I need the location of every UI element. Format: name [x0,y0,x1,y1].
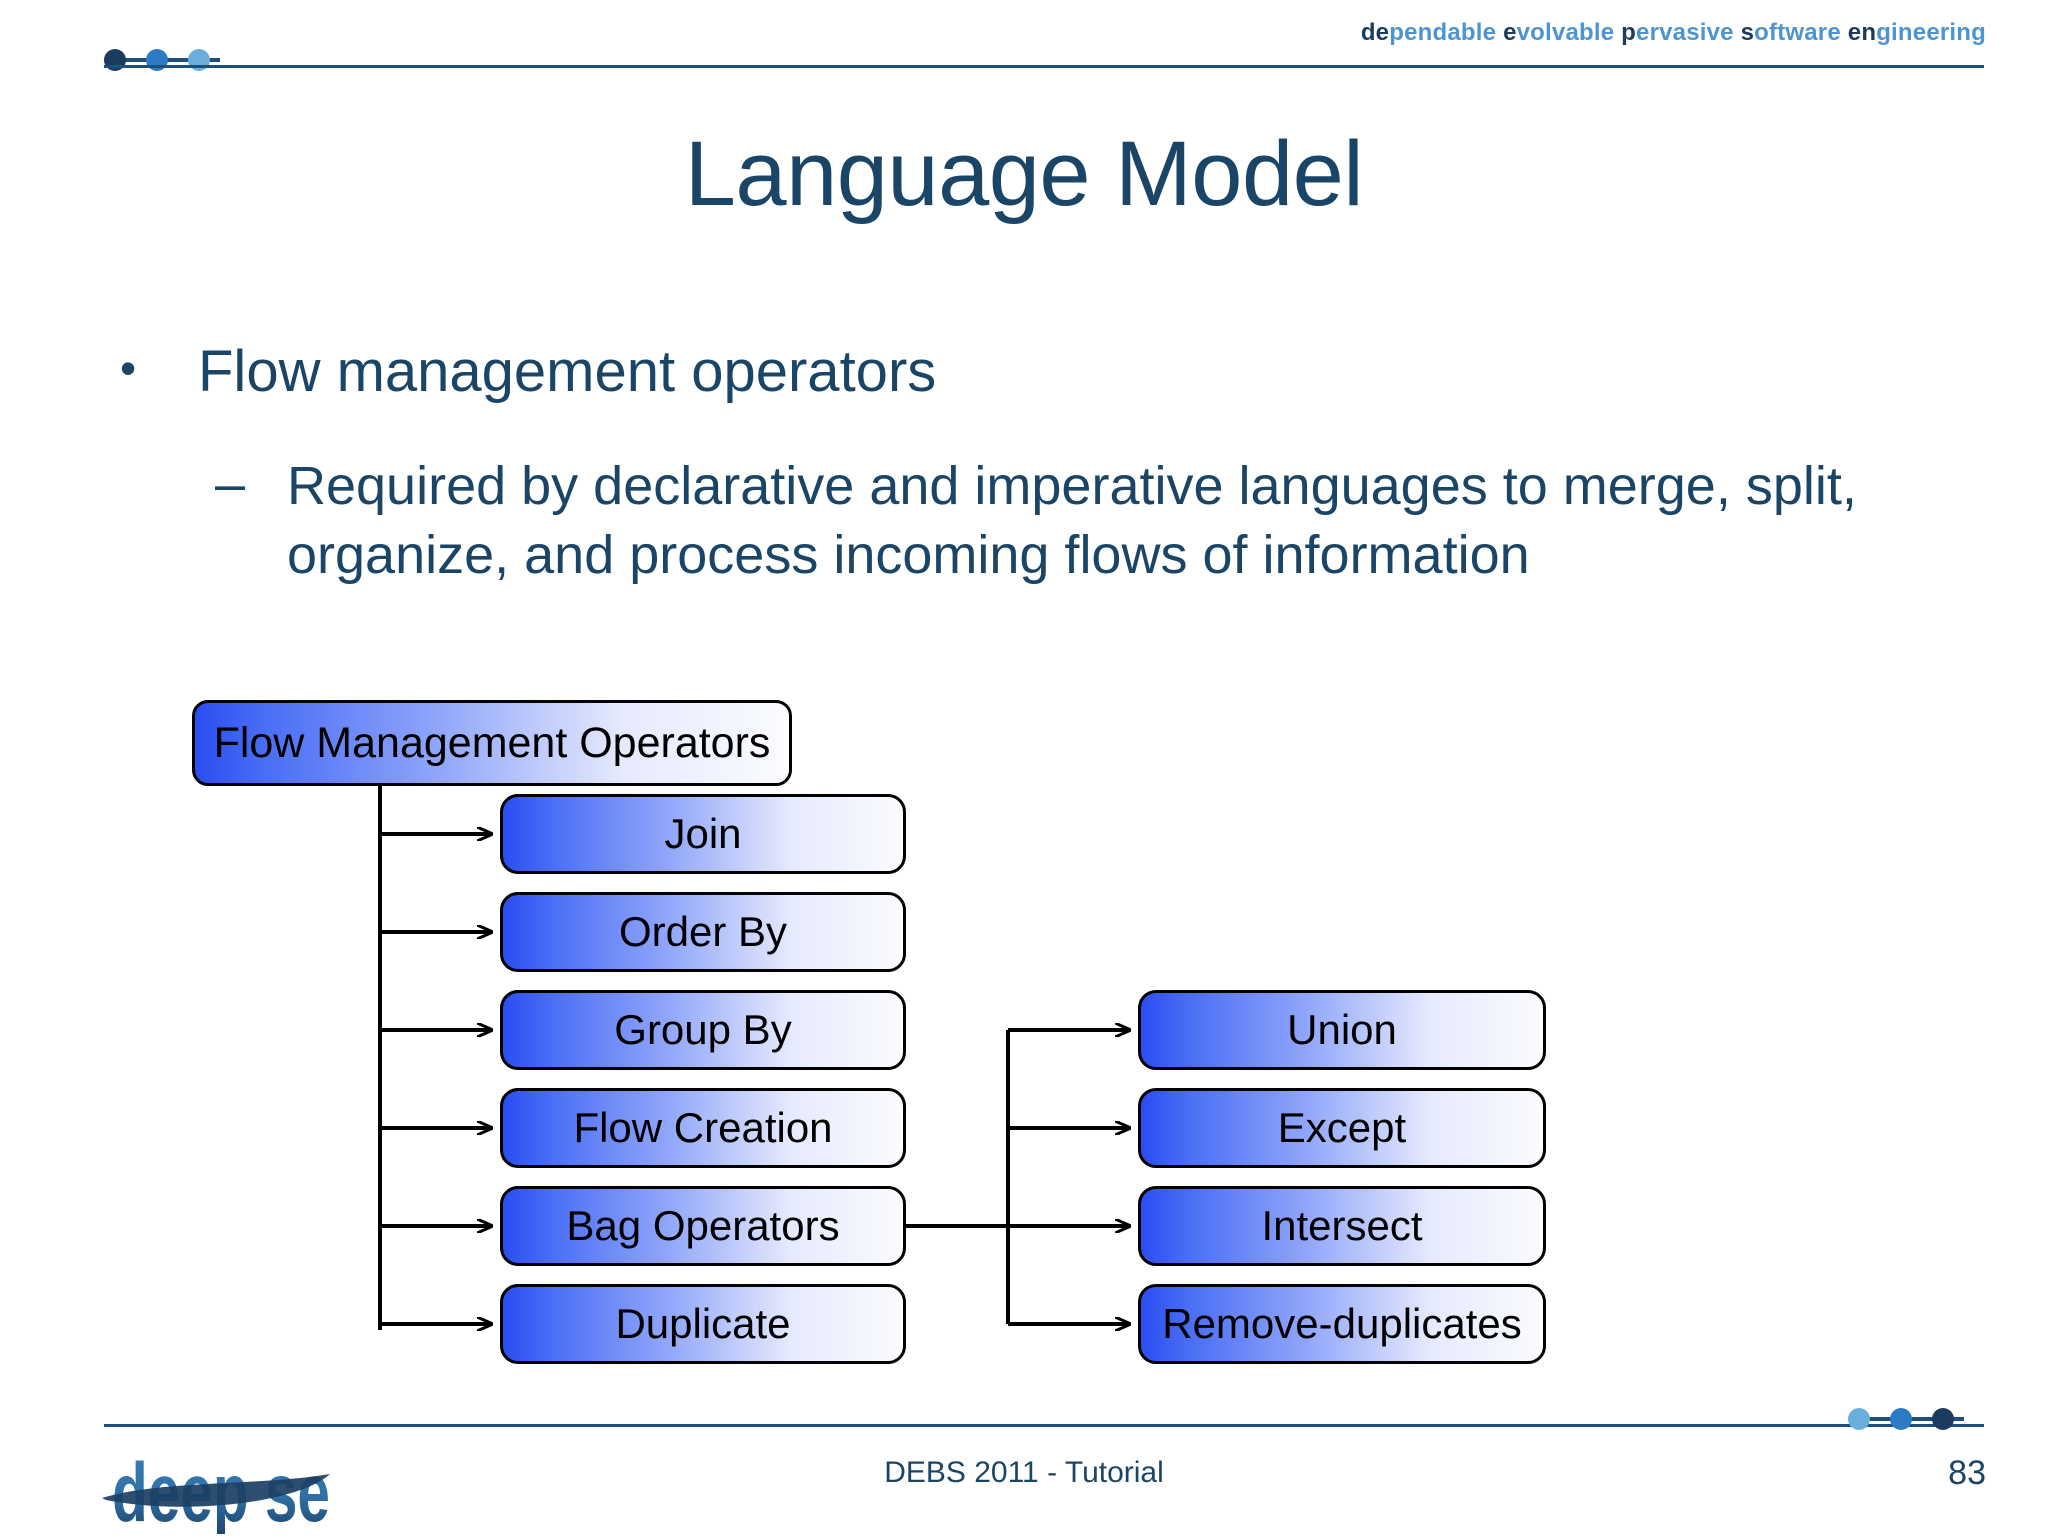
footer-dot-1 [1848,1408,1870,1430]
tagline-word-lead: p [1621,19,1637,46]
footer-dot-3 [1932,1408,1954,1430]
node-label: Intersect [1261,1202,1423,1249]
node-flow-management-operators[interactable]: Flow Management Operators [192,700,792,786]
bullet-level2: – Required by declarative and imperative… [215,452,1905,589]
node-label: Flow Management Operators [213,718,771,767]
node-label: Remove-duplicates [1162,1300,1522,1347]
footer-center-text: DEBS 2011 - Tutorial [884,1456,1164,1489]
node-join[interactable]: Join [500,794,906,874]
page-number: 83 [1948,1454,1986,1492]
node-flow-creation[interactable]: Flow Creation [500,1088,906,1168]
footer-rule [104,1424,1984,1427]
deepse-logo-mark: deep se [102,1446,330,1539]
bullet-level2-text: Required by declarative and imperative l… [287,456,1857,585]
node-order-by[interactable]: Order By [500,892,906,972]
node-label: Duplicate [615,1300,791,1347]
node-label: Union [1287,1006,1397,1053]
node-label: Group By [614,1006,792,1053]
node-union[interactable]: Union [1138,990,1546,1070]
node-label: Join [664,810,742,857]
tagline-word-rest: volvable [1516,19,1622,46]
tagline-word-lead: s [1740,19,1755,46]
deepse-logo: deep se [100,1446,380,1539]
tagline-word-rest: pendable [1389,19,1504,46]
node-label: Order By [618,908,788,955]
tagline-word-lead: en [1847,19,1877,46]
node-bag-operators[interactable]: Bag Operators [500,1186,906,1266]
node-duplicate[interactable]: Duplicate [500,1284,906,1364]
slide-header: dependable evolvable pervasive software … [0,0,2048,80]
header-dot-decoration [104,49,234,71]
slide-footer: deep se DEBS 2011 - Tutorial 83 [0,1400,2048,1539]
footer-dot-2 [1890,1408,1912,1430]
tagline-word-rest: ervasive [1636,19,1741,46]
node-remove-duplicates[interactable]: Remove-duplicates [1138,1284,1546,1364]
bullet-level1: • Flow management operators [120,340,1920,404]
node-label: Bag Operators [566,1202,840,1249]
node-except[interactable]: Except [1138,1088,1546,1168]
tagline-word-lead: e [1503,19,1517,46]
tagline-word-rest: oftware [1754,19,1848,46]
node-intersect[interactable]: Intersect [1138,1186,1546,1266]
bullet-level1-marker: • [120,342,137,394]
page-title: Language Model [684,123,1364,225]
node-group-by[interactable]: Group By [500,990,906,1070]
header-rule [104,65,1984,68]
header-tagline: dependable evolvable pervasive software … [1361,19,1986,47]
bullet-level2-marker: – [215,454,246,514]
node-label: Except [1277,1104,1407,1151]
bullet-level1-text: Flow management operators [198,339,937,404]
tagline-word-lead: de [1360,19,1390,46]
node-label: Flow Creation [573,1104,833,1151]
footer-dot-decoration [1848,1408,1978,1430]
tagline-word-rest: gineering [1876,19,1986,46]
